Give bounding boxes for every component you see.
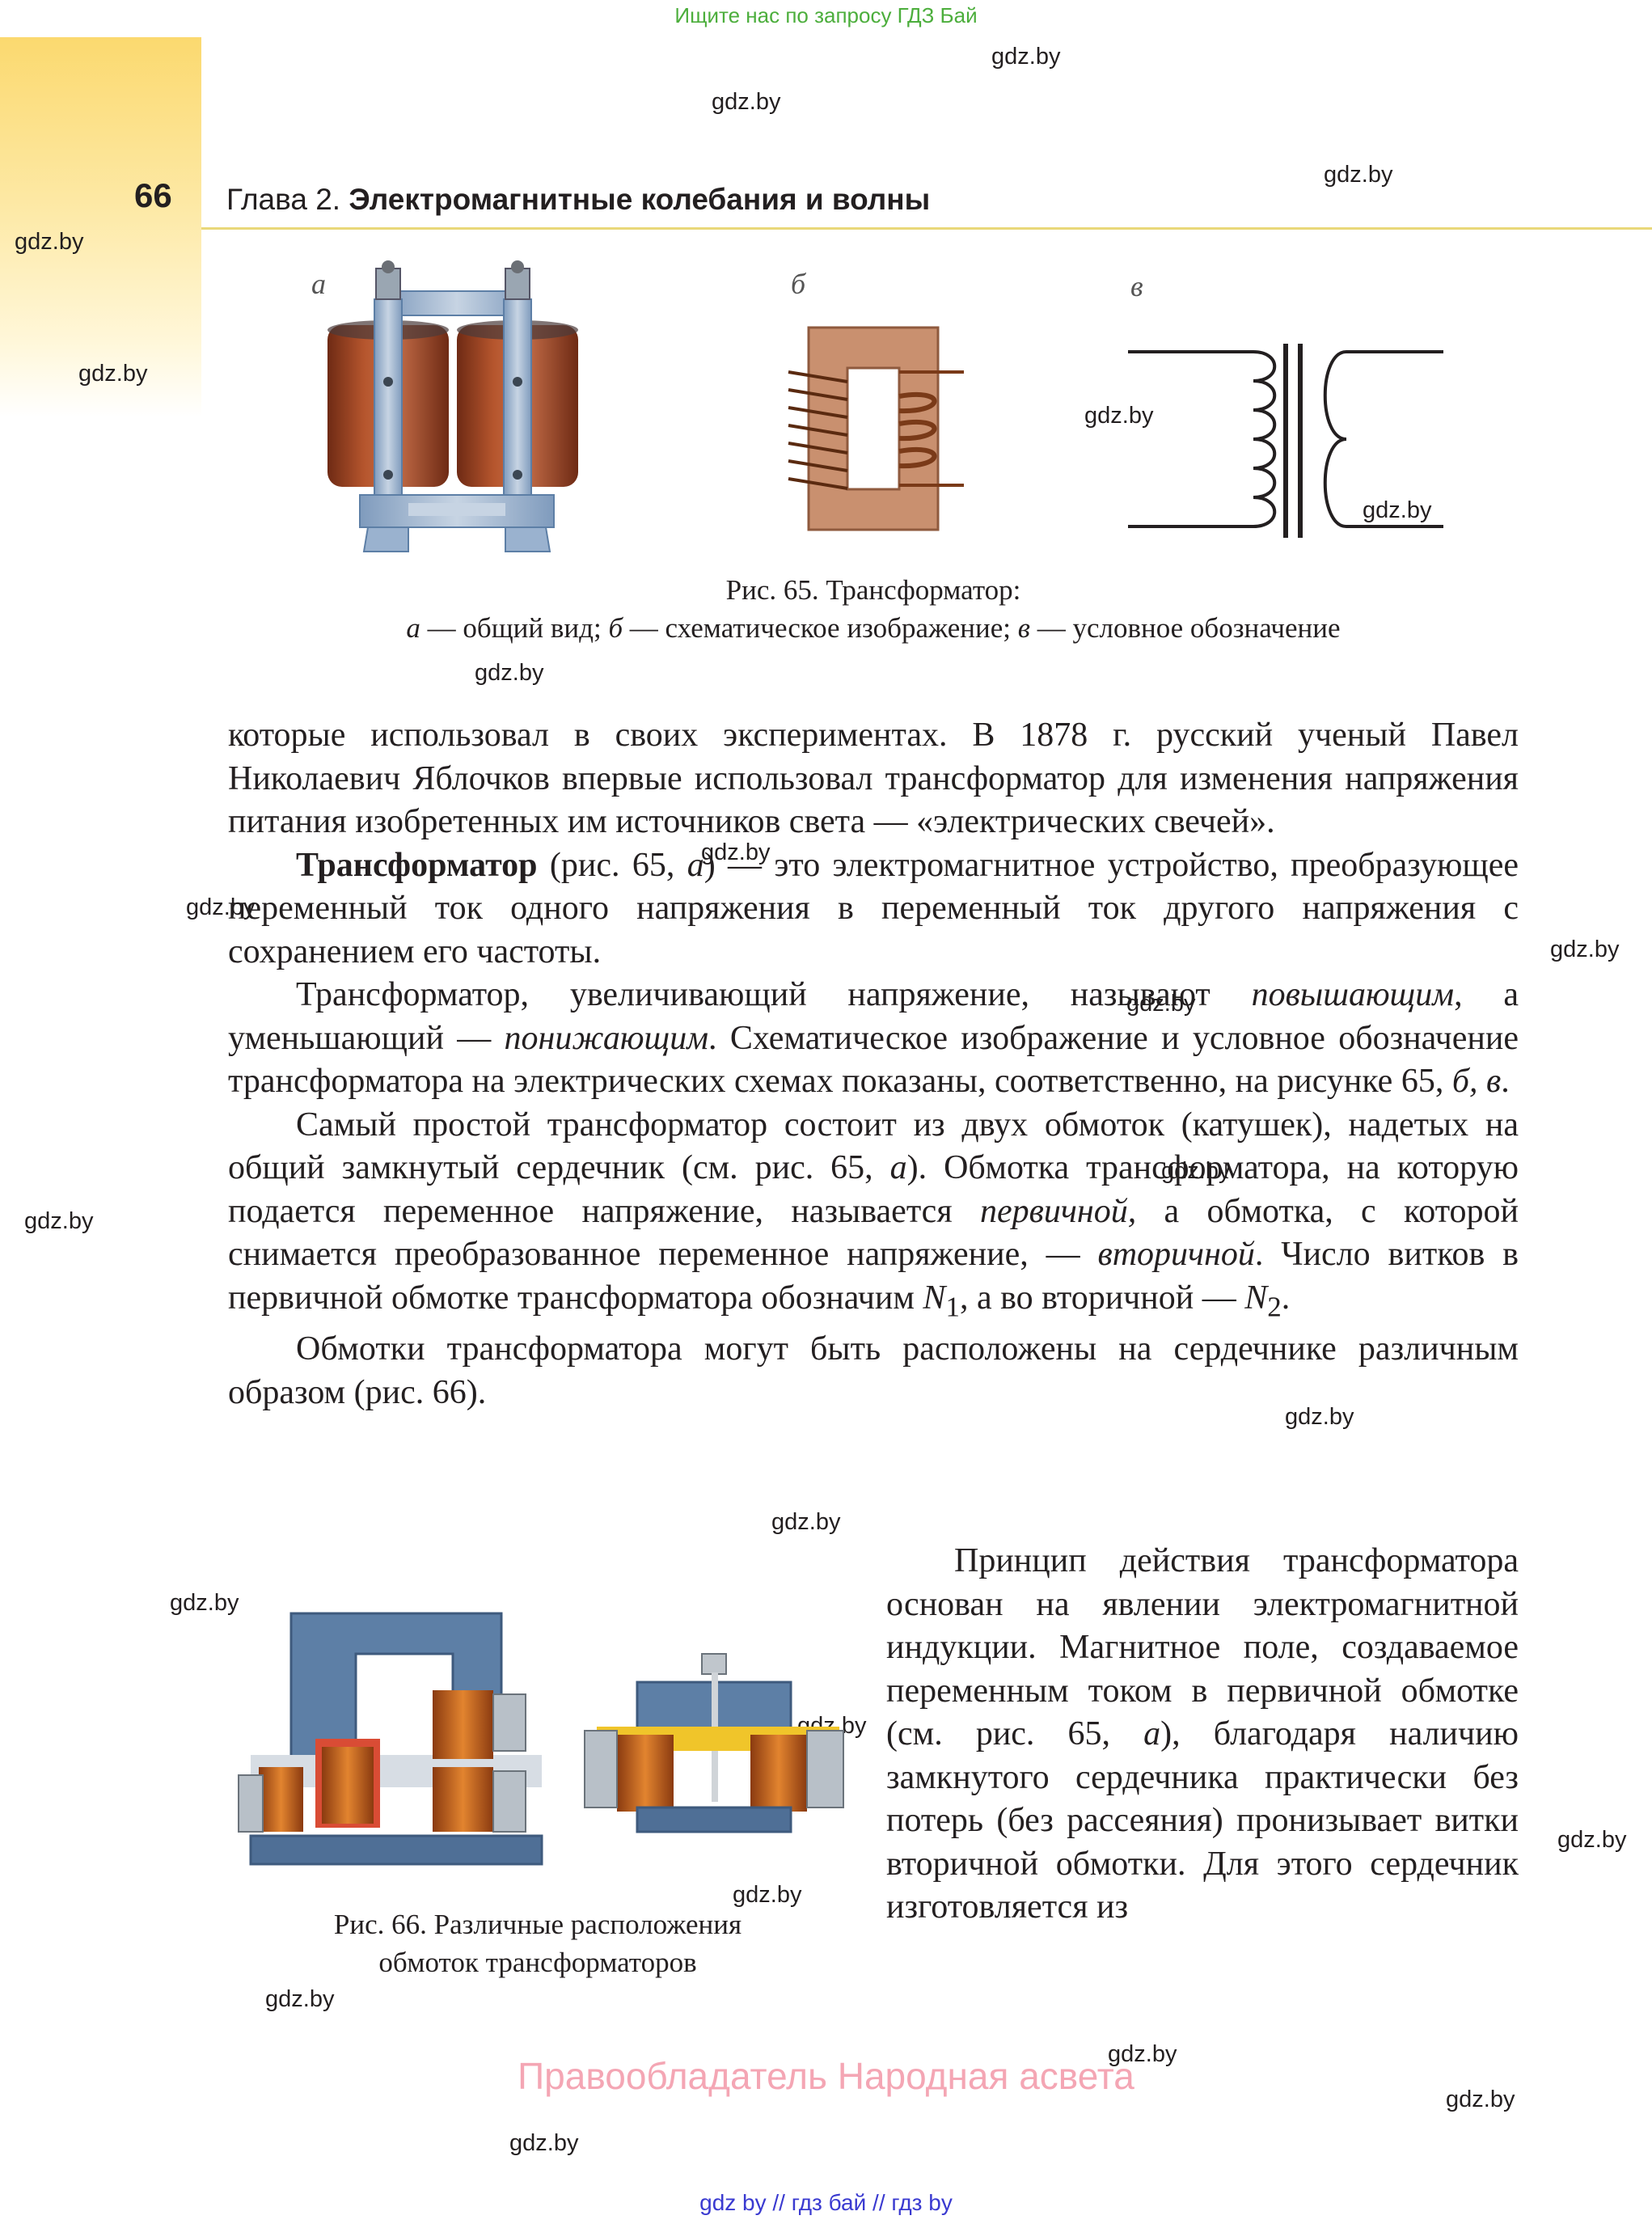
page-number: 66	[134, 176, 172, 214]
paragraph: Трансформатор, увеличивающий напряжение,…	[228, 976, 1519, 1100]
fig66-transformer-photo-1	[238, 1612, 543, 1866]
watermark: gdz.by	[991, 44, 1061, 70]
watermark: gdz.by	[186, 894, 256, 920]
paragraph: Принцип действия трансформатора основан …	[886, 1542, 1519, 1926]
watermark: gdz.by	[15, 229, 84, 255]
watermark: gdz.by	[1446, 2087, 1515, 2112]
watermark: gdz.by	[1363, 497, 1432, 523]
fig66-caption-line1: Рис. 66. Различные расположения	[333, 1909, 742, 1940]
chapter-prefix: Глава 2.	[226, 183, 341, 216]
right-column-text: Принцип действия трансформатора основан …	[886, 1540, 1519, 1930]
paragraph: которые использовал в своих эксперимента…	[228, 717, 1519, 840]
watermark: gdz.by	[733, 1882, 802, 1908]
watermark: gdz.by	[509, 2130, 579, 2156]
fig65b-transformer-schematic	[788, 326, 964, 531]
fig65v-transformer-symbol	[1128, 344, 1443, 538]
main-text: которые использовал в своих эксперимента…	[228, 714, 1519, 1414]
bottom-links[interactable]: gdz by // гдз бай // гдз by	[699, 2190, 953, 2215]
watermark: gdz.by	[1557, 1827, 1627, 1853]
watermark: gdz.by	[24, 1208, 94, 1234]
watermark: gdz.by	[771, 1509, 841, 1535]
top-note[interactable]: Ищите нас по запросу ГДЗ Бай	[674, 3, 978, 27]
chapter-title: Электромагнитные колебания и волны	[349, 183, 931, 216]
watermark: gdz.by	[475, 660, 544, 686]
watermark: gdz.by	[170, 1590, 239, 1616]
fig66-caption-line2: обмоток трансформаторов	[378, 1947, 697, 1978]
watermark: gdz.by	[78, 361, 148, 387]
fig65-label-a: а	[311, 268, 326, 300]
watermark: gdz.by	[1161, 1158, 1231, 1184]
watermark: gdz.by	[1285, 1404, 1354, 1430]
watermark: gdz.by	[1108, 2041, 1177, 2067]
watermark: gdz.by	[701, 839, 771, 865]
fig65-caption-title: Рис. 65. Трансформатор:	[725, 574, 1021, 606]
copyright-footer: Правообладатель Народная асвета	[518, 2055, 1134, 2097]
fig65-caption: Рис. 65. Трансформатор: а — общий вид; б…	[243, 571, 1504, 647]
chapter-heading: Глава 2. Электромагнитные колебания и во…	[226, 183, 930, 217]
fig65-label-b: б	[791, 268, 806, 300]
watermark: gdz.by	[1126, 991, 1196, 1017]
fig66-caption: Рис. 66. Различные расположения обмоток …	[267, 1905, 809, 1981]
header-rule	[201, 227, 1652, 230]
paragraph: Самый простой трансформатор состоит из д…	[228, 1106, 1519, 1322]
fig66-transformer-photo-2	[584, 1653, 844, 1833]
corner-decoration	[0, 37, 201, 417]
watermark: gdz.by	[1084, 403, 1154, 429]
fig65-caption-legend: а — общий вид; б — схематическое изображ…	[406, 612, 1341, 644]
fig65a-transformer-photo	[327, 260, 578, 552]
paragraph: Обмотки трансформатора могут быть распол…	[228, 1330, 1519, 1411]
watermark: gdz.by	[1324, 162, 1393, 188]
paragraph: Трансформатор (рис. 65, а) — это электро…	[228, 846, 1519, 970]
watermark: gdz.by	[1550, 937, 1620, 962]
watermark: gdz.by	[265, 1986, 335, 2012]
fig65-label-v: в	[1130, 270, 1143, 302]
watermark: gdz.by	[712, 89, 781, 115]
